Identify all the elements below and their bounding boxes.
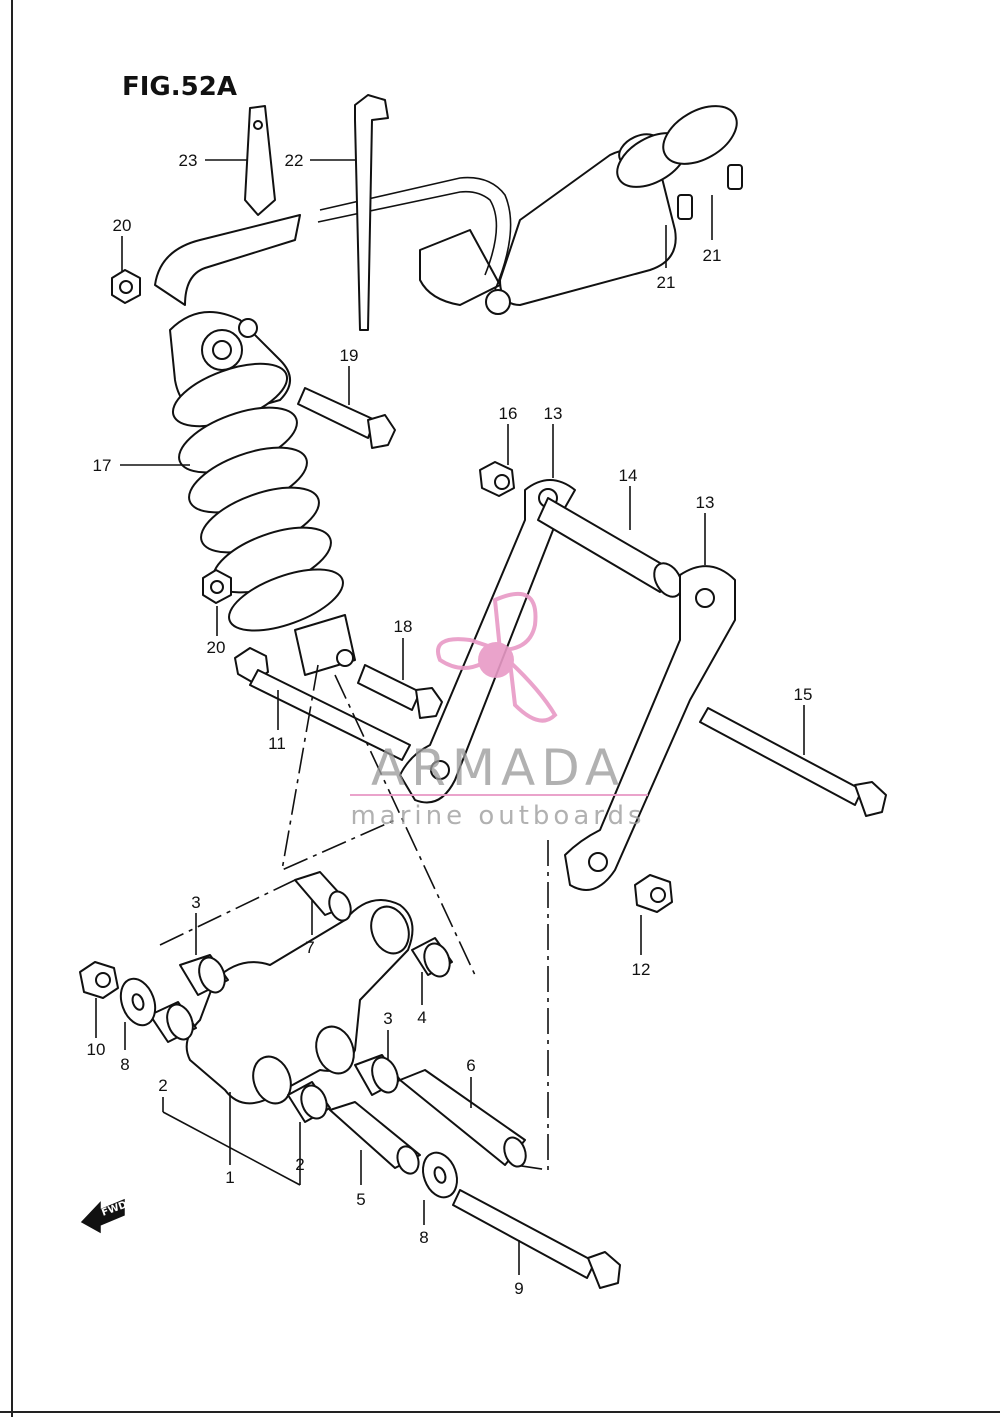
bolt-19: [297, 387, 396, 449]
nut-20-upper: [111, 269, 141, 304]
washer-8-right: [422, 1151, 458, 1199]
nut-10: [79, 961, 119, 999]
leader-lines: [95, 159, 805, 1275]
assembly-line-c: [514, 840, 549, 1171]
reservoir-group: [154, 94, 743, 331]
callout-1: 1: [225, 1168, 234, 1187]
callout-7: 7: [305, 938, 314, 957]
watermark-subtitle: marine outboards: [350, 801, 645, 831]
callout-4: 4: [417, 1008, 426, 1027]
callout-13-front: 13: [696, 493, 715, 512]
callout-22: 22: [285, 151, 304, 170]
callout-14: 14: [619, 466, 638, 485]
callout-19: 19: [340, 346, 359, 365]
callout-21-right: 21: [703, 246, 722, 265]
callout-21-left: 21: [657, 273, 676, 292]
callout-20-lower: 20: [207, 638, 226, 657]
callout-23: 23: [179, 151, 198, 170]
assembly-line-d: [159, 879, 296, 946]
propeller-logo-icon: [436, 591, 558, 723]
bolt-11: [234, 647, 411, 761]
watermark: ARMADA marine outboards: [350, 591, 648, 831]
bolt-18: [357, 664, 443, 719]
pipe-14: [537, 497, 683, 598]
callout-12: 12: [632, 960, 651, 979]
nut-16: [479, 461, 515, 497]
spacer-5: [329, 1101, 421, 1175]
callout-3-upper: 3: [191, 893, 200, 912]
bearing-3-lower: [354, 1054, 401, 1096]
callout-20-upper: 20: [113, 216, 132, 235]
forward-arrow-icon: FWD: [80, 1198, 129, 1234]
spacer-6: [399, 1069, 527, 1168]
bearing-2-right: [287, 1081, 331, 1123]
link-rod-13-rear: [399, 479, 576, 804]
callout-2-right: 2: [295, 1155, 304, 1174]
bolt-15: [699, 707, 887, 817]
bolt-9: [452, 1189, 621, 1289]
callout-17: 17: [93, 456, 112, 475]
nut-12: [634, 874, 673, 913]
callout-18: 18: [394, 617, 413, 636]
figure-title: FIG.52A: [122, 72, 237, 102]
callout-2-left: 2: [158, 1076, 167, 1095]
assembly-line-b: [334, 674, 476, 976]
callout-labels: 23 22 20 21 21 19 16 13 14 13 17 20 18 1…: [87, 151, 813, 1298]
callout-10: 10: [87, 1040, 106, 1059]
callout-8-right: 8: [419, 1228, 428, 1247]
callout-11: 11: [268, 734, 286, 753]
callout-5: 5: [356, 1190, 365, 1209]
callout-9: 9: [514, 1279, 523, 1298]
cushion-lever-1: [185, 899, 414, 1105]
bearing-4: [411, 937, 453, 978]
bearing-2-left: [149, 1001, 197, 1043]
callout-8-left: 8: [120, 1055, 129, 1074]
callout-16: 16: [499, 404, 518, 423]
watermark-title: ARMADA: [371, 739, 625, 797]
spacer-7: [294, 871, 352, 922]
washer-8-left: [119, 977, 157, 1027]
nut-20-lower: [202, 569, 232, 604]
link-rod-13-front: [564, 565, 736, 891]
shock-absorber-17: [169, 311, 356, 676]
bearing-3-upper: [179, 954, 229, 996]
callout-6: 6: [466, 1056, 475, 1075]
callout-15: 15: [794, 685, 813, 704]
callout-3-lower: 3: [383, 1009, 392, 1028]
callout-13-rear: 13: [544, 404, 563, 423]
